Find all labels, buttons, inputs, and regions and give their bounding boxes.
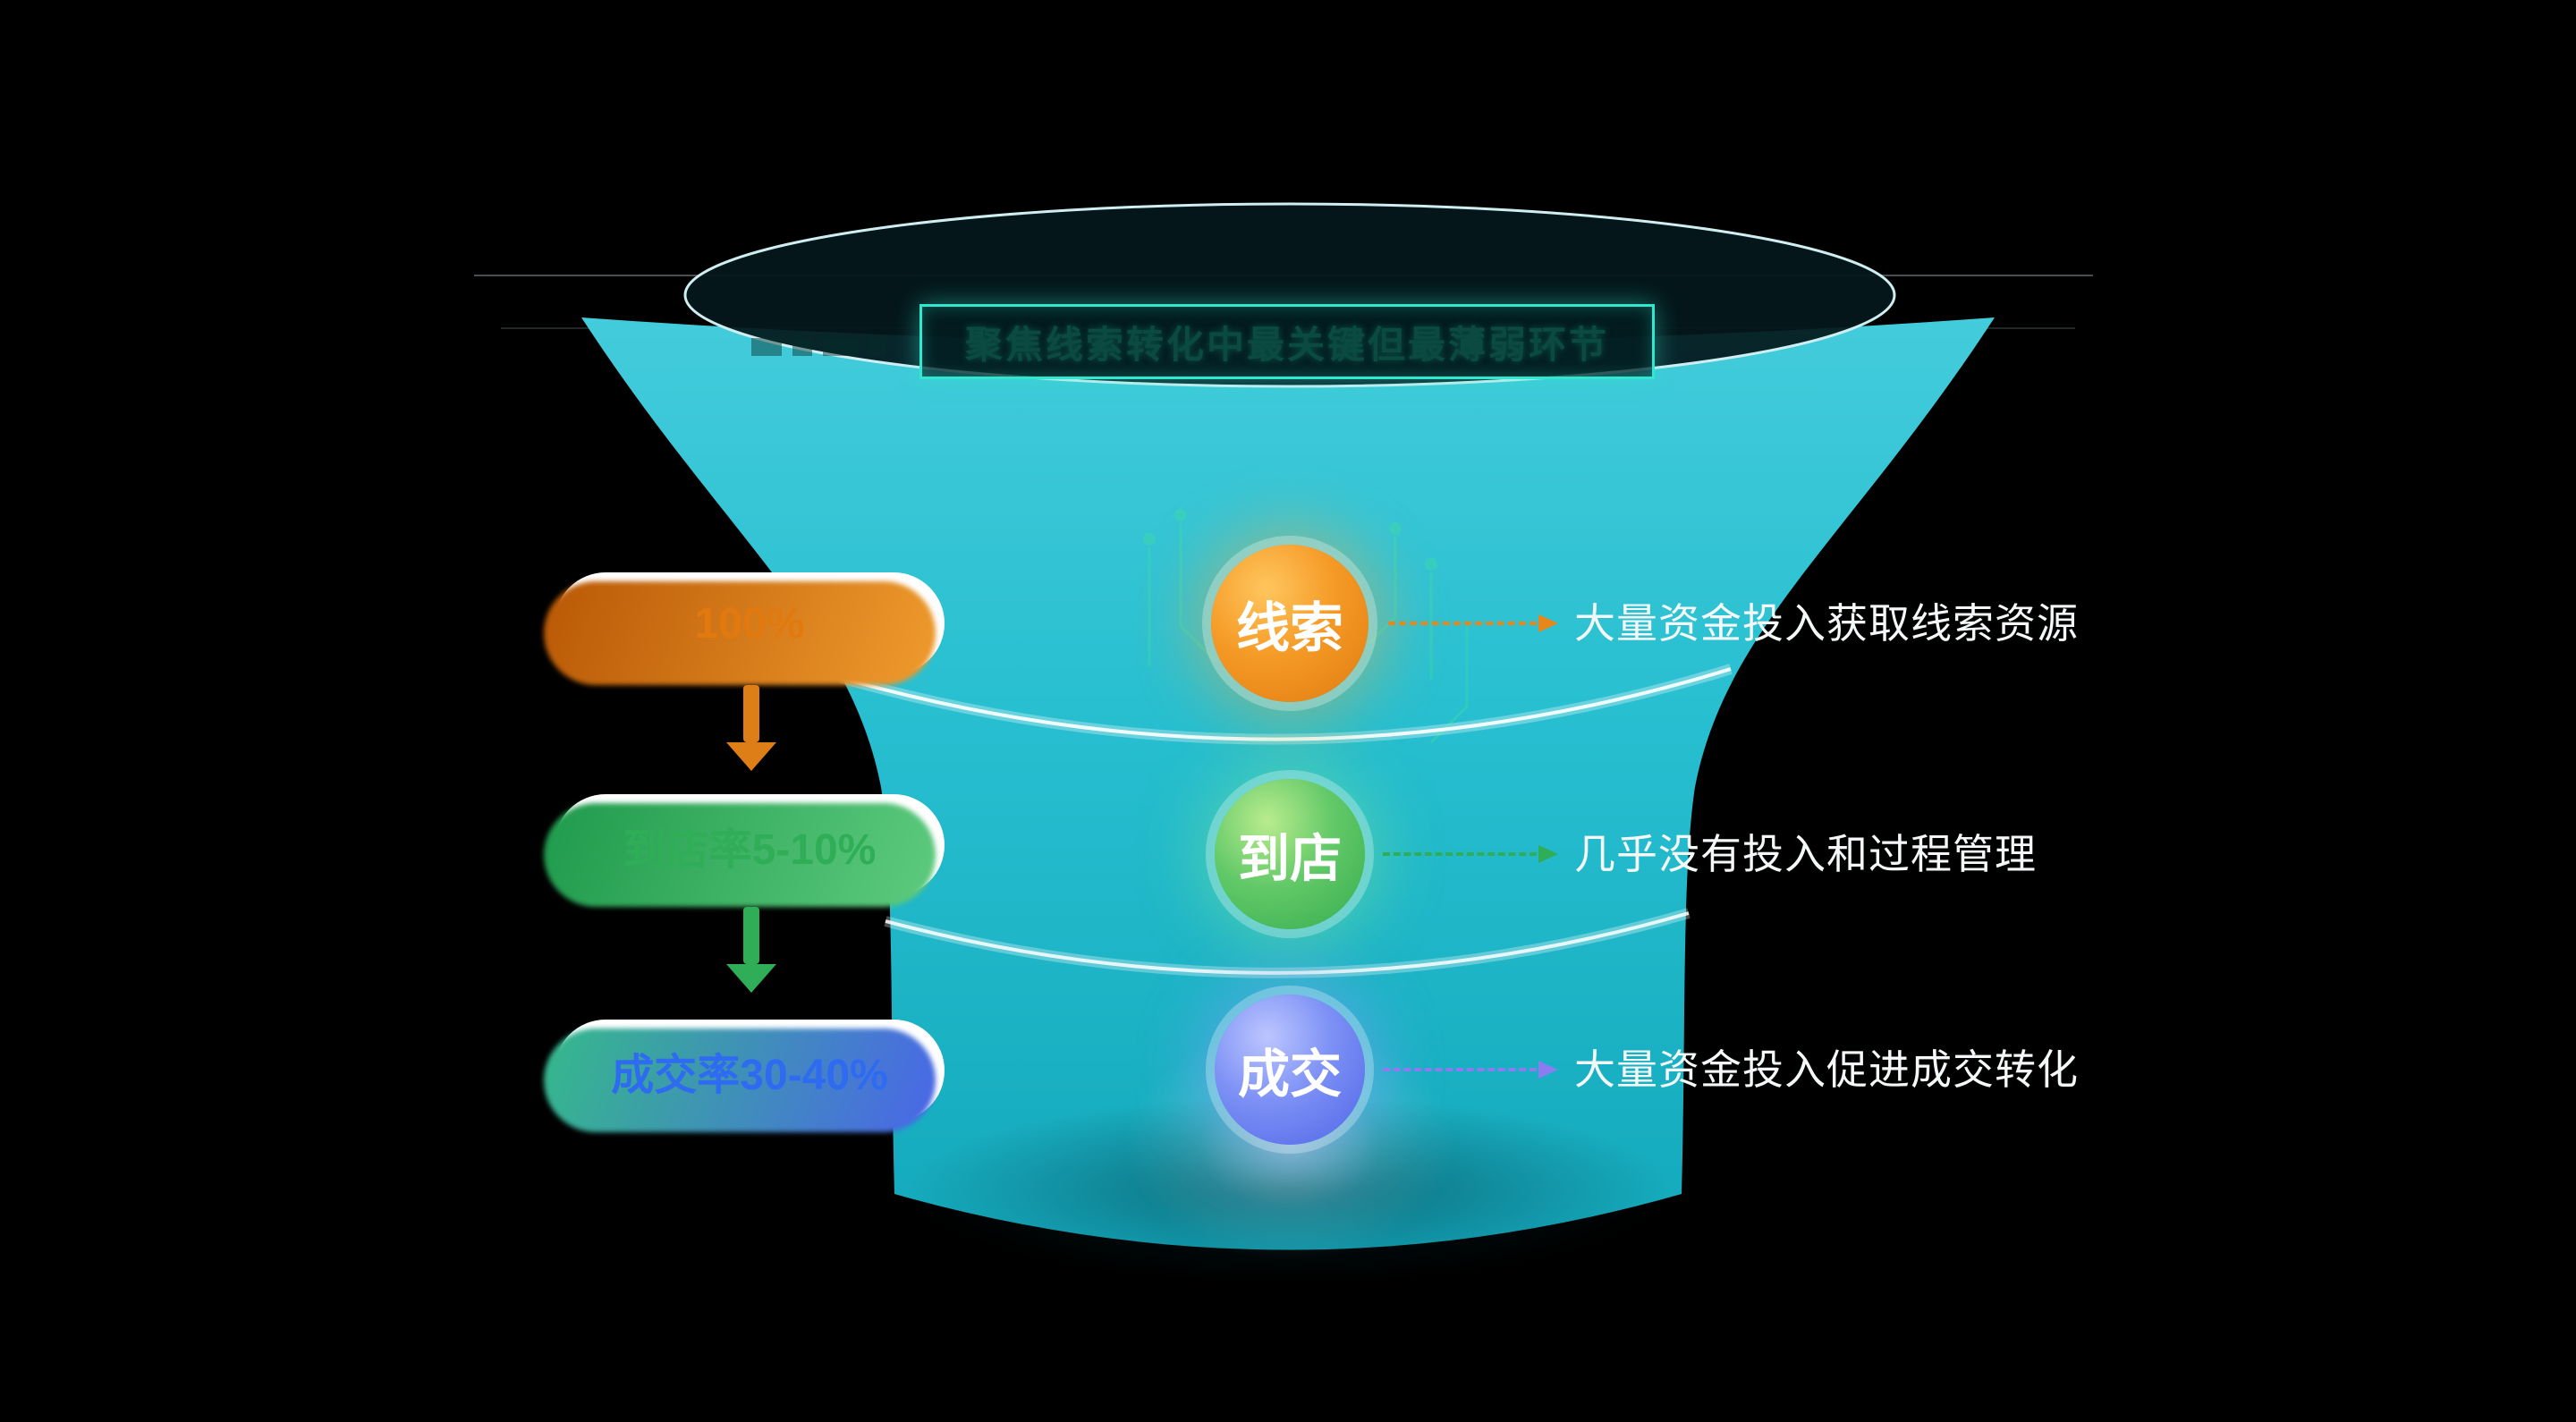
down-arrow-leads-to-visit <box>726 685 776 771</box>
tick-decoration <box>751 338 886 356</box>
rate-label-visit: 到店率5-10% <box>623 826 877 874</box>
down-arrow-visit-to-deal <box>726 907 776 993</box>
arrow-shaft <box>743 685 759 742</box>
connector-arrow-deal <box>1383 1061 1558 1079</box>
rate-pill-deal: 成交率30-40% <box>555 1020 945 1122</box>
rate-label-deal: 成交率30-40% <box>611 1052 888 1099</box>
stage-circle-leads: 线索 <box>1211 545 1368 702</box>
title-box: 聚焦线索转化中最关键但最薄弱环节 <box>919 304 1655 379</box>
arrow-shaft <box>743 907 759 964</box>
stage-circle-deal: 成交 <box>1215 995 1365 1145</box>
connector-arrow-leads <box>1388 614 1558 632</box>
title-text: 聚焦线索转化中最关键但最薄弱环节 <box>964 323 1609 366</box>
rate-pill-leads: 100% <box>555 572 945 674</box>
arrow-head-icon <box>726 964 776 993</box>
note-deal: 大量资金投入促进成交转化 <box>1574 1046 2079 1093</box>
rate-label-leads: 100% <box>694 599 805 648</box>
stage-circle-visit: 到店 <box>1215 779 1365 929</box>
stage-label-visit: 到店 <box>1237 830 1342 888</box>
separator-arc-1 <box>840 667 1732 741</box>
bottom-glow <box>1124 1028 1455 1261</box>
arrow-head-icon <box>726 742 776 771</box>
stage-label-deal: 成交 <box>1237 1045 1342 1104</box>
connector-arrow-visit <box>1383 845 1558 863</box>
rate-pill-visit: 到店率5-10% <box>555 794 945 896</box>
note-leads: 大量资金投入获取线索资源 <box>1574 600 2079 647</box>
note-visit: 几乎没有投入和过程管理 <box>1574 831 2037 877</box>
stage-label-leads: 线索 <box>1236 597 1343 658</box>
separator-arc-2 <box>885 911 1690 975</box>
